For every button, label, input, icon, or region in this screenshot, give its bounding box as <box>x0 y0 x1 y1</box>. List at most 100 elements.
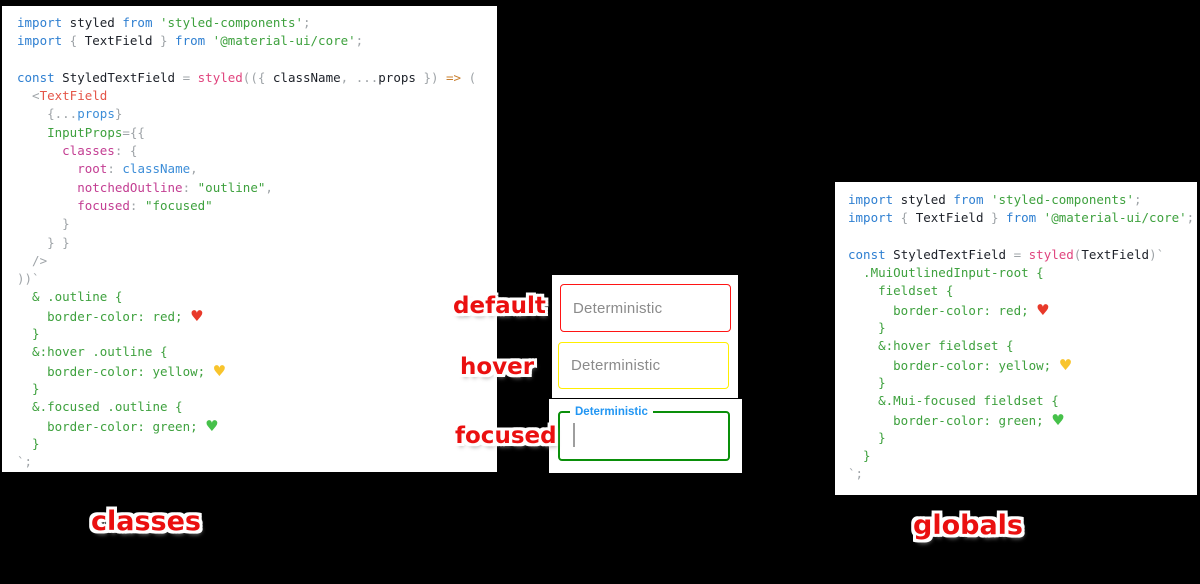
code-line: <TextField <box>17 87 497 105</box>
code-token: styled <box>62 15 123 30</box>
code-line: ))` <box>17 270 497 288</box>
textfield-hover[interactable]: Deterministic <box>558 342 729 389</box>
code-token: &.Mui-focused fieldset { <box>848 393 1059 409</box>
annotation-hover: hover <box>460 354 535 380</box>
code-token: TextField <box>39 88 108 104</box>
code-token <box>17 198 77 213</box>
code-token: : { <box>114 143 138 159</box>
code-token: /> <box>17 252 48 268</box>
code-token: .MuiOutlinedInput-root { <box>848 265 1044 281</box>
yellow-heart-icon: ♥ <box>1058 355 1073 374</box>
textfield-hover-label: Deterministic <box>571 357 661 374</box>
code-line: } <box>848 319 1197 337</box>
code-token <box>17 161 77 176</box>
textfield-default[interactable]: Deterministic <box>560 284 731 332</box>
code-token: 'styled-components' <box>152 15 303 30</box>
code-token: } <box>848 429 886 445</box>
code-token: border-color: red; <box>848 302 1037 318</box>
code-token: 'styled-components' <box>983 192 1134 207</box>
code-token: border-color: green; <box>848 412 1052 428</box>
code-token: } <box>17 435 40 451</box>
code-token: , <box>265 179 273 195</box>
code-token: `; <box>17 454 33 470</box>
code-token: ; <box>1186 210 1195 226</box>
code-token: className <box>272 69 341 85</box>
code-token: border-color: yellow; <box>848 357 1059 373</box>
code-token: & .outline { <box>17 289 123 305</box>
code-line: `; <box>848 465 1197 483</box>
code-token: = <box>1013 246 1029 262</box>
code-line: } } <box>17 234 497 252</box>
code-token: classes <box>62 143 115 159</box>
code-token: styled <box>1028 246 1074 262</box>
code-token: "focused" <box>144 197 213 213</box>
textfield-card-bottom: Deterministic <box>549 399 742 473</box>
code-token: import <box>17 33 63 49</box>
code-line: } <box>17 215 497 233</box>
code-token: InputProps <box>47 124 123 140</box>
code-token: } <box>983 210 1007 226</box>
code-line: border-color: red; ♥ <box>848 301 1197 319</box>
code-token: from <box>175 33 206 49</box>
code-line: border-color: yellow; ♥ <box>848 356 1197 374</box>
code-line: &.Mui-focused fieldset { <box>848 392 1197 410</box>
code-token: import <box>848 210 894 226</box>
code-token: , ... <box>340 69 379 85</box>
code-line: border-color: green; ♥ <box>848 411 1197 429</box>
code-token: notchedOutline <box>77 179 183 195</box>
code-token: `; <box>848 466 864 482</box>
code-token: border-color: red; <box>17 308 191 324</box>
code-token: styled <box>197 69 243 85</box>
code-line: } <box>848 447 1197 465</box>
code-line: classes: { <box>17 142 497 160</box>
code-line: border-color: green; ♥ <box>17 417 497 435</box>
code-token: } <box>17 326 40 342</box>
code-token: className <box>122 161 191 177</box>
code-token: border-color: yellow; <box>17 363 213 379</box>
code-line: } <box>17 435 497 453</box>
code-line: import { TextField } from '@material-ui/… <box>848 209 1197 227</box>
code-line: notchedOutline: "outline", <box>17 179 497 197</box>
code-token: } <box>848 374 886 390</box>
code-token: (({ <box>242 69 273 85</box>
code-token: '@material-ui/core' <box>205 33 356 49</box>
code-line: &.focused .outline { <box>17 398 497 416</box>
code-token: ))` <box>17 271 40 287</box>
code-token: } <box>17 216 70 232</box>
red-heart-icon: ♥ <box>1036 300 1050 319</box>
code-line: .MuiOutlinedInput-root { <box>848 264 1197 282</box>
code-token: TextField <box>84 33 153 49</box>
code-token: ( <box>461 69 477 85</box>
code-token: { <box>62 33 85 49</box>
code-token: } <box>17 380 40 396</box>
code-token: {... <box>17 106 78 122</box>
code-token: TextField <box>1081 246 1150 262</box>
code-line: import { TextField } from '@material-ui/… <box>17 32 497 50</box>
textfield-focused[interactable]: Deterministic <box>558 405 730 461</box>
code-token: &.focused .outline { <box>17 399 183 415</box>
code-token: const <box>848 246 886 262</box>
annotation-classes: classes <box>91 506 202 537</box>
text-cursor <box>573 423 575 447</box>
code-token: ={{ <box>122 124 145 140</box>
code-line: } <box>17 380 497 398</box>
code-token: from <box>1006 210 1037 226</box>
textfield-card-top: Deterministic Deterministic <box>552 275 738 398</box>
textfield-default-label: Deterministic <box>573 299 663 317</box>
code-token: props <box>378 69 416 85</box>
code-line: border-color: red; ♥ <box>17 307 497 325</box>
code-token: ; <box>1134 192 1142 207</box>
code-token: : <box>182 179 198 195</box>
annotation-globals: globals <box>913 510 1024 541</box>
code-token: import <box>17 15 63 30</box>
code-line: {...props} <box>17 105 497 123</box>
annotation-focused: focused <box>455 423 557 449</box>
code-token: &:hover fieldset { <box>848 338 1014 354</box>
code-token: ( <box>1073 246 1082 262</box>
red-heart-icon: ♥ <box>190 306 204 325</box>
code-token: = <box>182 69 198 85</box>
code-token: } } <box>17 234 70 250</box>
code-token: => <box>446 69 462 85</box>
code-line: & .outline { <box>17 288 497 306</box>
